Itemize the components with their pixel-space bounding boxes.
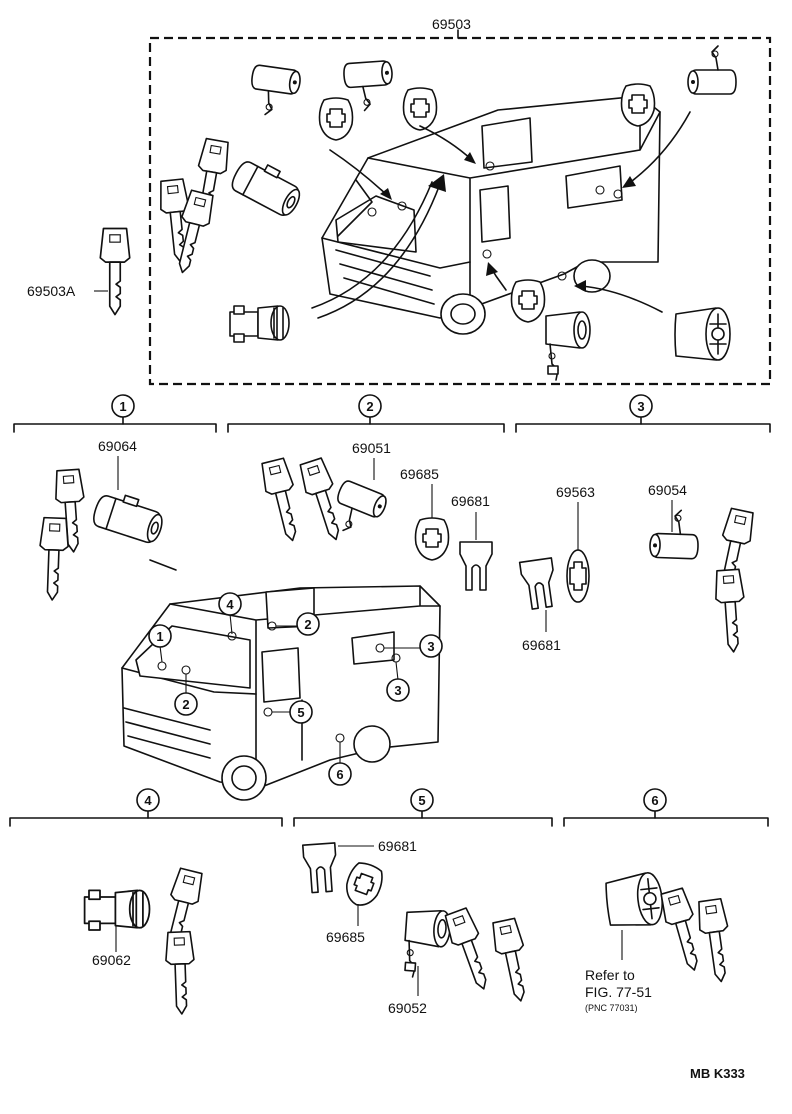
section-6-marker: 6 — [643, 788, 667, 812]
top-switch-cylinder — [229, 305, 290, 343]
section-3-marker: 3 — [629, 394, 653, 418]
assembly-box: 69503 — [148, 16, 772, 386]
assembly-part-number: 69503 — [432, 16, 471, 32]
svg-text:1: 1 — [119, 399, 126, 414]
van-callout-4: 4 — [218, 592, 242, 635]
section-5-part-69685: 69685 — [326, 929, 365, 945]
reference-line-3: (PNC 77031) — [585, 1003, 638, 1013]
van-callout-2-bottom: 2 — [174, 674, 198, 716]
top-keys-group — [157, 137, 232, 277]
section-2-part-69685: 69685 — [400, 466, 439, 482]
section-4-marker: 4 — [136, 788, 160, 812]
svg-text:4: 4 — [226, 597, 234, 612]
section-1-part-69064: 69064 — [98, 438, 137, 454]
top-door-cylinder-mid — [342, 59, 396, 113]
van-callout-2-top: 2 — [276, 612, 320, 636]
section-3-part-69681: 69681 — [522, 637, 561, 653]
svg-text:2: 2 — [304, 617, 311, 632]
svg-text:3: 3 — [427, 639, 434, 654]
section-2-parts: 69051 69685 69681 — [258, 440, 493, 591]
section-5-parts: 69681 69685 69052 — [301, 838, 536, 1016]
section-1-parts: 69064 — [37, 438, 177, 602]
svg-text:6: 6 — [651, 793, 658, 808]
top-side-cylinder — [545, 311, 591, 381]
section-1-marker: 1 — [111, 394, 135, 418]
top-door-cylinder-left — [246, 63, 303, 120]
van-callout-3-lower: 3 — [386, 661, 410, 702]
svg-text:1: 1 — [156, 629, 163, 644]
top-back-cylinder — [674, 307, 731, 361]
section-6-parts: Refer to FIG. 77-51 (PNC 77031) — [585, 870, 736, 1013]
svg-text:6: 6 — [336, 767, 343, 782]
reference-line-2: FIG. 77-51 — [585, 984, 652, 1000]
top-gasket-1 — [318, 97, 354, 141]
section-5-marker: 5 — [410, 788, 434, 812]
van-callout-5: 5 — [272, 700, 313, 724]
top-gasket-4 — [510, 279, 546, 323]
top-door-cylinder-right — [687, 45, 737, 95]
svg-text:3: 3 — [637, 399, 644, 414]
svg-text:4: 4 — [144, 793, 152, 808]
top-gasket-2 — [402, 87, 438, 131]
figure-code: MB K333 — [690, 1066, 745, 1081]
top-arrows — [311, 111, 691, 319]
top-ignition-cylinder — [227, 152, 308, 220]
svg-text:2: 2 — [366, 399, 373, 414]
section-2-part-69681: 69681 — [451, 493, 490, 509]
section-5-part-69052: 69052 — [388, 1000, 427, 1016]
top-van-drawing — [321, 95, 661, 335]
section-5-part-69681: 69681 — [378, 838, 417, 854]
section-3-part-69563: 69563 — [556, 484, 595, 500]
van-callout-3-right: 3 — [384, 634, 443, 658]
svg-text:3: 3 — [394, 683, 401, 698]
section-3-parts: 69681 69563 69054 — [518, 482, 757, 654]
section-4-part-69062: 69062 — [92, 952, 131, 968]
section-3-part-69054: 69054 — [648, 482, 687, 498]
top-gasket-3 — [620, 83, 656, 127]
key-blank-drawing — [99, 227, 131, 316]
van-callout-6: 6 — [328, 742, 352, 786]
svg-text:2: 2 — [182, 697, 189, 712]
svg-text:5: 5 — [297, 705, 304, 720]
section-4-parts: 69062 — [83, 866, 206, 1016]
section-dividers — [9, 416, 771, 827]
reference-line-1: Refer to — [585, 967, 635, 983]
van-callout-1: 1 — [148, 624, 172, 663]
section-2-part-69051: 69051 — [352, 440, 391, 456]
svg-text:5: 5 — [418, 793, 425, 808]
section-2-marker: 2 — [358, 394, 382, 418]
key-part-number: 69503A — [27, 283, 76, 299]
